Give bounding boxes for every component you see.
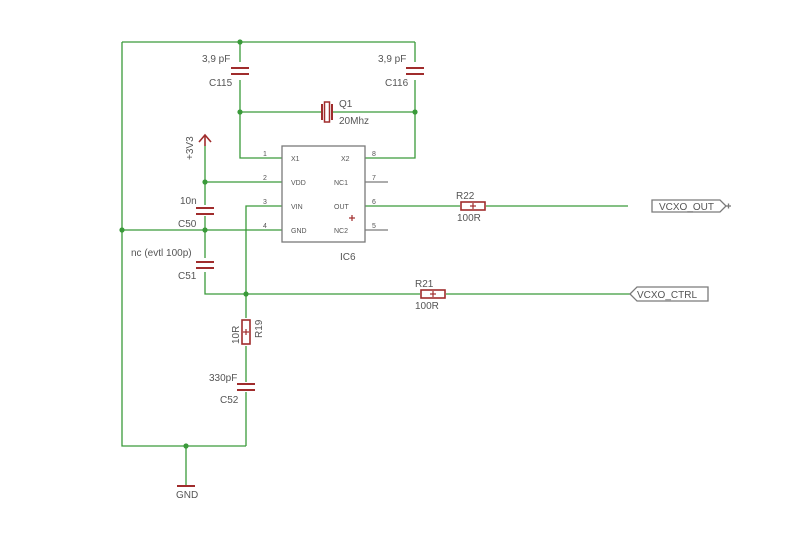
port-vcxo-ctrl[interactable]: VCXO_CTRL	[629, 286, 709, 302]
c116-ref: C116	[385, 78, 409, 89]
ground-symbol[interactable]: GND	[176, 485, 198, 501]
junction	[243, 291, 249, 297]
c50-value: 10n	[180, 196, 197, 207]
wires	[121, 41, 630, 486]
ic6-body	[281, 145, 366, 243]
c115-ref: C115	[209, 78, 233, 89]
ic6-pin-name: X1	[291, 156, 300, 163]
ic6-pin-num: 2	[263, 175, 267, 182]
ic6-pin-name: VDD	[291, 180, 306, 187]
ic6-pin-name: NC1	[334, 180, 348, 187]
capacitor-c52[interactable]: 330pF C52	[209, 373, 255, 406]
supply-3v3[interactable]: +3V3	[185, 133, 212, 160]
supply-label: +3V3	[185, 136, 196, 160]
resistor-r19[interactable]: 10R R19	[231, 319, 265, 345]
wire-x2	[365, 112, 416, 159]
resistor-r22[interactable]: R22 100R	[456, 191, 486, 224]
resistor-r21[interactable]: R21 100R	[415, 279, 446, 312]
ic6-pin-num: 7	[372, 175, 376, 182]
ic6-pin-num: 3	[263, 199, 267, 206]
ic-ic6[interactable]: 1 2 3 4 X1 VDD VIN GND 8 7 6 5 X2 NC1 OU…	[263, 145, 388, 263]
wire-c51-bot	[204, 272, 246, 295]
junction	[202, 179, 208, 185]
junction	[412, 109, 418, 115]
capacitor-c51[interactable]: nc (evtl 100p) C51	[131, 248, 214, 282]
c51-value: nc (evtl 100p)	[131, 248, 192, 259]
c52-value: 330pF	[209, 373, 237, 384]
c116-value: 3,9 pF	[378, 54, 406, 65]
c51-ref: C51	[178, 271, 197, 282]
ic6-pin-num: 5	[372, 223, 376, 230]
ground-label: GND	[176, 490, 198, 501]
r21-ref: R21	[415, 279, 434, 290]
ic6-pin-name: NC2	[334, 228, 348, 235]
wire-vin	[245, 205, 282, 318]
c50-ref: C50	[178, 219, 197, 230]
ic6-ref: IC6	[340, 252, 356, 263]
junction	[237, 109, 243, 115]
q1-ref: Q1	[339, 99, 353, 110]
r22-value: 100R	[457, 213, 481, 224]
junction	[237, 39, 243, 45]
capacitor-c50[interactable]: 10n C50	[178, 196, 214, 230]
r19-ref: R19	[254, 319, 265, 338]
c115-value: 3,9 pF	[202, 54, 230, 65]
ic6-pin-name: OUT	[334, 204, 350, 211]
junctions	[119, 39, 418, 449]
port-vcxo-out[interactable]: VCXO_OUT	[651, 199, 731, 213]
junction	[119, 227, 125, 233]
capacitor-c115[interactable]: 3,9 pF C115	[202, 54, 249, 89]
capacitor-c116[interactable]: 3,9 pF C116	[378, 54, 424, 89]
junction	[183, 443, 189, 449]
wire-left-rail	[121, 42, 246, 447]
r22-ref: R22	[456, 191, 475, 202]
ic6-pin-num: 1	[263, 151, 267, 158]
ic6-pin-num: 6	[372, 199, 376, 206]
port-vcxo-ctrl-shape	[629, 286, 709, 302]
junction	[202, 227, 208, 233]
ic6-pin-num: 4	[263, 223, 267, 230]
ic6-pin-name: GND	[291, 228, 307, 235]
port-vcxo-out-shape	[651, 199, 727, 213]
ic6-pin-name: VIN	[291, 204, 303, 211]
wire-x1	[239, 112, 282, 159]
crystal-q1[interactable]: Q1 20Mhz	[321, 99, 369, 127]
q1-value: 20Mhz	[339, 116, 369, 127]
ic6-pin-name: X2	[341, 156, 350, 163]
r21-value: 100R	[415, 301, 439, 312]
c52-ref: C52	[220, 395, 239, 406]
ic6-pin-num: 8	[372, 151, 376, 158]
port-vcxo-ctrl-label: VCXO_CTRL	[637, 290, 697, 301]
r19-value: 10R	[231, 326, 242, 344]
port-vcxo-out-label: VCXO_OUT	[659, 202, 714, 213]
